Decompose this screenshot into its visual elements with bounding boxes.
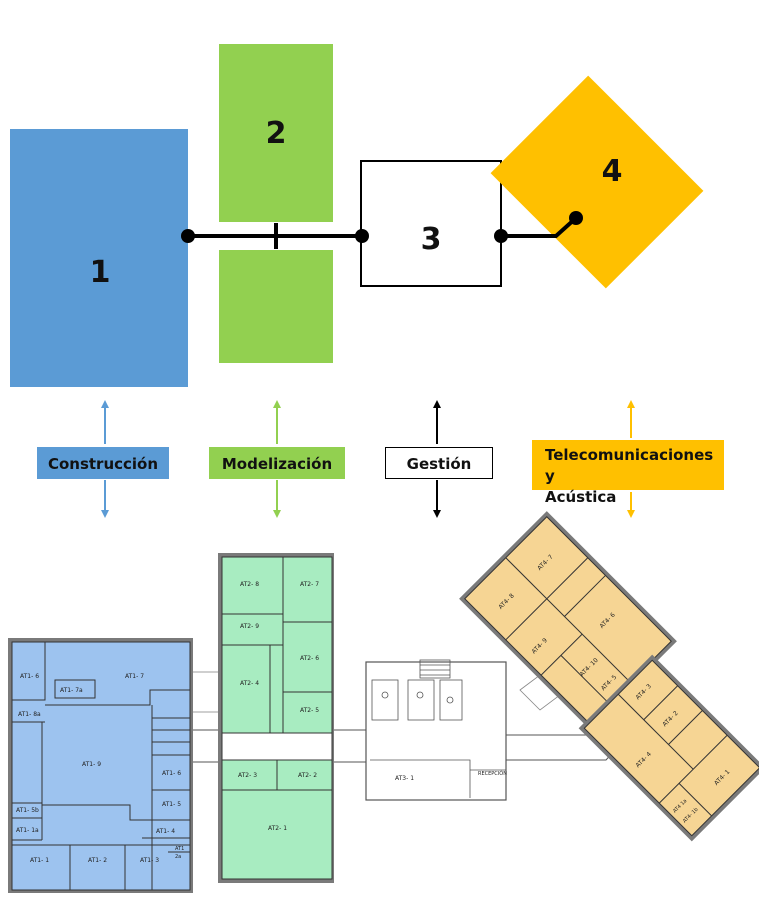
category-telecom-label-2: Acústica bbox=[545, 488, 617, 506]
category-construccion-label: Construcción bbox=[47, 455, 159, 473]
room-label: AT2- 1 bbox=[268, 825, 287, 832]
room-label: AT2- 3 bbox=[238, 772, 257, 779]
block-2-bottom bbox=[219, 250, 333, 363]
room-label: RECEPCIÓN bbox=[478, 770, 507, 777]
room-label: AT1- 5b bbox=[16, 807, 39, 814]
connector-node bbox=[494, 229, 508, 243]
room-label: AT3- 1 bbox=[395, 775, 414, 782]
block-3 bbox=[360, 160, 502, 287]
room-label: AT1- 4 bbox=[156, 828, 175, 835]
category-gestion-label: Gestión bbox=[406, 455, 472, 473]
category-telecom: Telecomunicaciones y Acústica bbox=[532, 440, 724, 506]
room-label: AT1- 8a bbox=[18, 711, 41, 718]
category-modelizacion-label: Modelización bbox=[221, 455, 333, 473]
block-2-label: 2 bbox=[266, 116, 287, 151]
block-3-label: 3 bbox=[421, 222, 442, 257]
room-label: AT2- 7 bbox=[300, 581, 319, 588]
room-label: AT2- 8 bbox=[240, 581, 259, 588]
building-at3: AT3- 1 RECEPCIÓN bbox=[365, 659, 507, 801]
category-construccion: Construcción bbox=[37, 447, 169, 479]
room-label: AT2- 9 bbox=[240, 623, 259, 630]
block-1 bbox=[10, 129, 188, 387]
room-label: AT2- 2 bbox=[298, 772, 317, 779]
room-label: AT2- 6 bbox=[300, 655, 319, 662]
room-label: 2a bbox=[175, 854, 181, 860]
room-label: AT1- 1a bbox=[16, 827, 39, 834]
connector-line-right bbox=[501, 216, 578, 238]
category-telecom-label-1: Telecomunicaciones y bbox=[545, 446, 714, 485]
block-2-top bbox=[219, 44, 333, 222]
room-label: AT1- 7a bbox=[60, 687, 83, 694]
room-label: AT1- 7 bbox=[125, 673, 144, 680]
block-4 bbox=[490, 75, 704, 289]
room-label: AT1- 9 bbox=[82, 761, 101, 768]
room-label: AT1 bbox=[175, 846, 184, 852]
block-1-label: 1 bbox=[90, 255, 111, 290]
building-at1: AT1- 6 AT1- 7 AT1- 7a AT1- 8a AT1- 9 AT1… bbox=[8, 638, 193, 893]
connector-node bbox=[569, 211, 583, 225]
connector-node bbox=[181, 229, 195, 243]
corridor-stub bbox=[189, 671, 221, 713]
room-label: AT1- 6 bbox=[162, 770, 181, 777]
building-at2: AT2- 8 AT2- 7 AT2- 9 AT2- 6 AT2- 4 AT2- … bbox=[218, 553, 334, 883]
room-label: AT2- 4 bbox=[240, 680, 259, 687]
room-label: AT1- 1 bbox=[30, 857, 49, 864]
room-label: AT1- 2 bbox=[88, 857, 107, 864]
connector-node bbox=[355, 229, 369, 243]
room-label: AT2- 5 bbox=[300, 707, 319, 714]
room-label: AT1- 3 bbox=[140, 857, 159, 864]
room-label: AT1- 5 bbox=[162, 801, 181, 808]
room-label: AT1- 6 bbox=[20, 673, 39, 680]
category-modelizacion: Modelización bbox=[209, 447, 345, 479]
building-at4-lower: AT4- 3 AT4- 2 AT4- 4 AT4- 1 AT4 1a AT4- … bbox=[578, 654, 759, 842]
block-4-label: 4 bbox=[602, 154, 623, 189]
category-gestion: Gestión bbox=[385, 447, 493, 479]
building-at4-upper: AT4- 8 AT4- 9 AT4- 7 AT4- 10 AT4- 6 AT4-… bbox=[459, 511, 677, 729]
